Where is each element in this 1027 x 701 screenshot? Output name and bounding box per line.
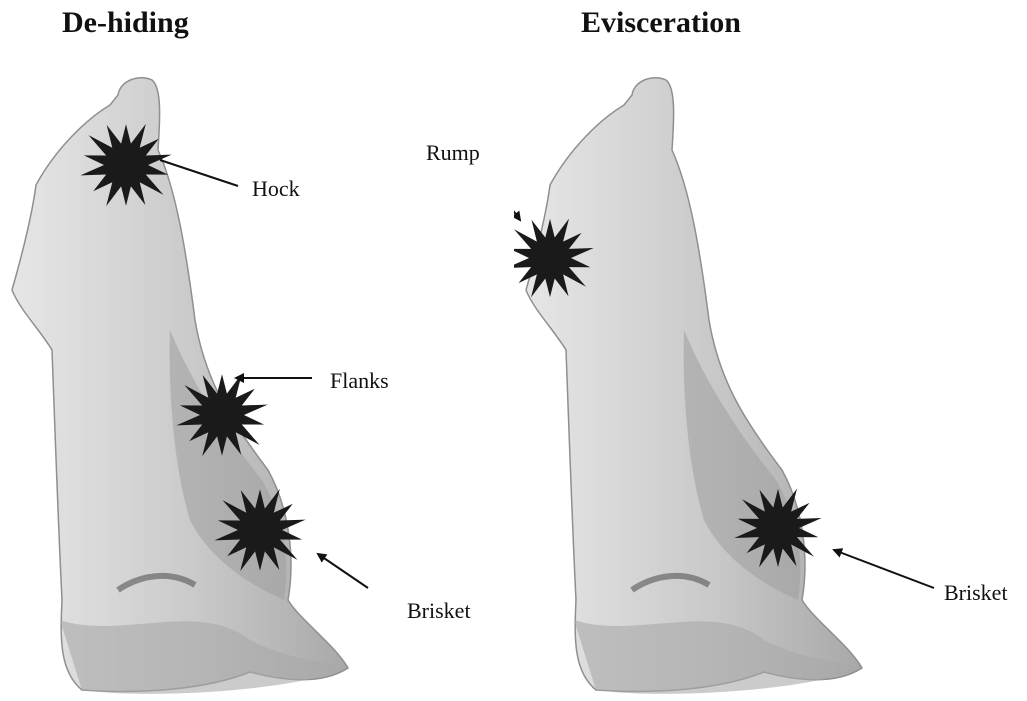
arrow-icon-brisket xyxy=(318,554,368,588)
arrow-icon-brisket xyxy=(834,550,934,588)
de-hiding-panel: De-hiding Hock Flanks Brisket xyxy=(0,0,513,701)
label-hock: Hock xyxy=(252,176,300,202)
label-rump: Rump xyxy=(426,140,480,166)
evisceration-panel: Evisceration Rump Brisket xyxy=(514,0,1027,701)
label-flanks: Flanks xyxy=(330,368,389,394)
carcass-illustration xyxy=(0,0,513,701)
leader-line-hock xyxy=(160,160,238,186)
arrow-icon-rump xyxy=(514,168,520,220)
label-brisket-dehiding: Brisket xyxy=(407,598,471,624)
label-brisket-evisceration: Brisket xyxy=(944,580,1008,606)
